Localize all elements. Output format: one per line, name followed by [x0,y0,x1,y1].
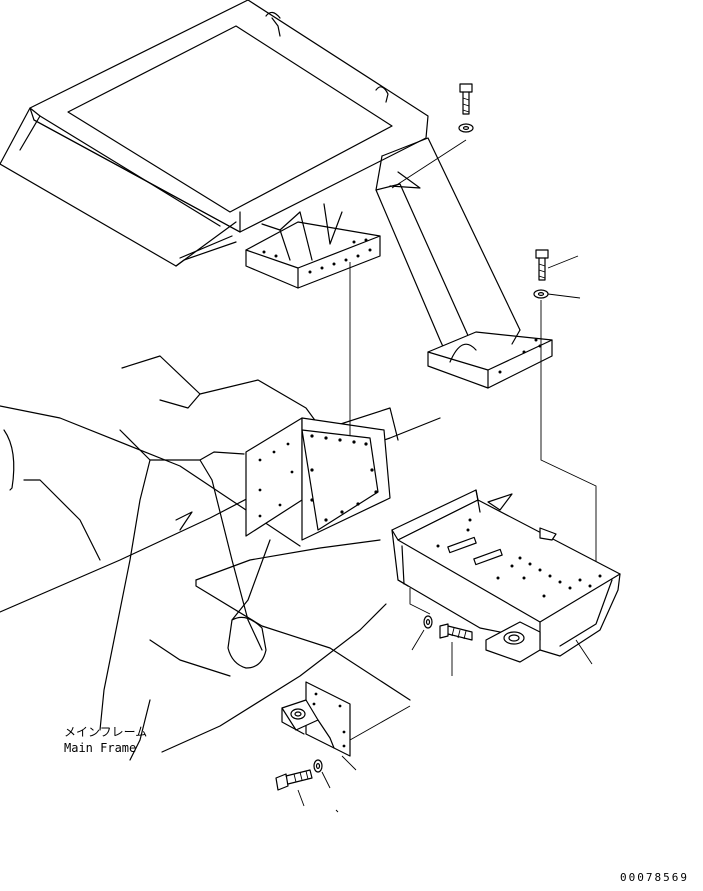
small-bracket [281,681,351,757]
leader-washer-bottom [321,771,331,789]
seat-mount-bracket [391,489,621,663]
alignment-line-lower [409,588,431,615]
leader-small-bracket [341,755,357,771]
leader-seat-bracket [575,639,593,665]
canopy-right-post [375,137,553,389]
bolt-bottom [275,769,313,791]
leader-bolt-bottom [297,789,305,807]
leader-top-1 [391,139,467,189]
leader-washer-lower-1 [411,629,425,651]
alignment-line-right [540,300,597,570]
drawing-number: 00078569 [620,871,689,884]
washer-lower-1 [423,615,433,629]
leader-bolt-2 [547,255,579,269]
washer-top-2 [533,289,549,299]
main-frame-label-en: Main Frame [64,741,136,755]
canopy-left-bracket [245,203,381,289]
leader-washer-2 [547,293,581,299]
bolt-top-1 [459,83,473,115]
bolt-top-2 [535,249,549,281]
canopy-roof [0,0,429,267]
main-frame-label-jp: メインフレーム [64,725,147,739]
washer-top-1 [458,123,474,133]
frame-mount-bracket [245,417,391,541]
washer-bottom [313,759,323,773]
alignment-line-bottom [349,705,411,741]
main-frame [0,355,441,761]
bolt-lower-1 [439,623,473,641]
